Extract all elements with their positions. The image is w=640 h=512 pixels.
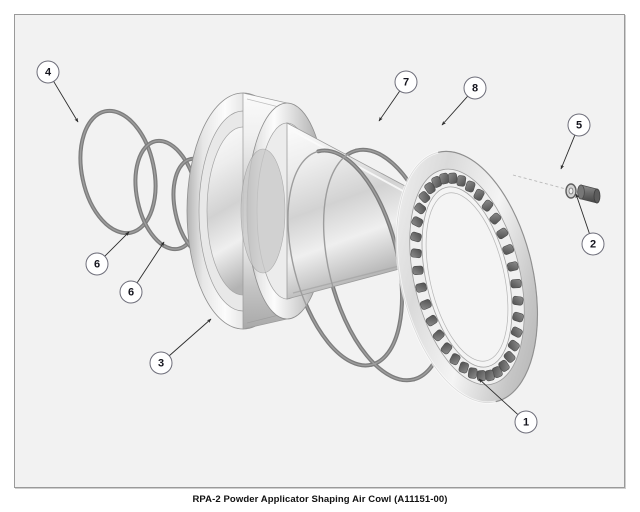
ring-stud [489,212,502,225]
leader-line-8 [441,95,469,126]
ring-stud [507,339,520,352]
ring-stud [481,199,494,212]
callout-6-label: 6 [94,259,100,271]
callout-2-label: 2 [590,239,596,251]
studded-retaining-ring [395,150,539,404]
figure-caption: RPA-2 Powder Applicator Shaping Air Cowl… [192,494,448,505]
ring-stud [440,342,453,355]
cowl-cone [286,122,408,300]
ring-stud [410,248,422,259]
ring-stud [418,191,431,203]
ring-studs [410,172,524,382]
callout-6b-label: 6 [128,287,134,299]
callout-6b-circle[interactable] [119,280,143,304]
ring-stud [510,279,522,289]
callout-1-label: 1 [523,417,529,429]
callout-5-circle[interactable] [567,113,591,137]
callout-3[interactable]: 3 [149,351,173,375]
ring-stud [449,353,461,366]
callout-6[interactable]: 6 [85,252,109,276]
callout-2[interactable]: 2 [581,232,605,256]
washer [565,183,577,199]
callout-7-circle[interactable] [394,70,418,94]
leader-line-3 [168,318,212,357]
ring-stud [503,351,516,363]
ring-stud [456,175,467,187]
ring-stud [411,216,424,228]
callout-7-label: 7 [403,77,409,89]
ring-stud [465,180,476,193]
bolt [577,184,601,204]
figure-frame: 1 2 3 4 5 6 6 7 8 [14,14,625,488]
ring-stud [467,367,478,379]
ring-stud [432,329,445,342]
callout-group: 1 2 3 4 5 6 6 7 8 [36,60,605,434]
callout-4[interactable]: 4 [36,60,60,84]
callout-6-circle[interactable] [85,252,109,276]
ring-stud [510,326,523,338]
callout-5[interactable]: 5 [567,113,591,137]
leader-line-6 [136,241,165,284]
ring-stud [502,244,515,255]
leader-lines [53,81,590,415]
leader-line-1 [478,378,519,415]
ring-stud [410,231,422,243]
exploded-assembly-diagram: 1 2 3 4 5 6 6 7 8 [36,60,605,434]
leader-line-5 [560,135,576,170]
leader-line-7 [378,90,401,122]
callout-3-circle[interactable] [149,351,173,375]
leader-line-4 [53,81,79,123]
ring-stud [419,299,432,310]
callout-8[interactable]: 8 [463,76,487,100]
callout-8-label: 8 [472,83,478,95]
ring-stud [507,261,519,272]
leader-line-6 [104,231,130,257]
callout-5-label: 5 [576,120,582,132]
callout-7[interactable]: 7 [394,70,418,94]
ring-stud [412,265,424,275]
callout-1-circle[interactable] [514,410,538,434]
ring-stud [512,311,524,323]
large-o-ring [78,108,158,236]
callout-3-label: 3 [158,358,164,370]
callout-2-circle[interactable] [581,232,605,256]
callout-4-label: 4 [45,67,52,79]
ring-stud [414,202,427,215]
callout-8-circle[interactable] [463,76,487,100]
ring-stud [447,172,458,184]
ring-stud [425,314,438,327]
leader-line-2 [575,193,590,234]
ring-stud [496,227,509,240]
ring-stud [458,361,469,374]
ring-stud [415,282,427,293]
assembly-axis-line [512,174,567,190]
ring-stud [473,188,485,201]
callout-6b[interactable]: 6 [119,280,143,304]
ring-stud [512,295,524,306]
callout-4-circle[interactable] [36,60,60,84]
callout-1[interactable]: 1 [514,410,538,434]
